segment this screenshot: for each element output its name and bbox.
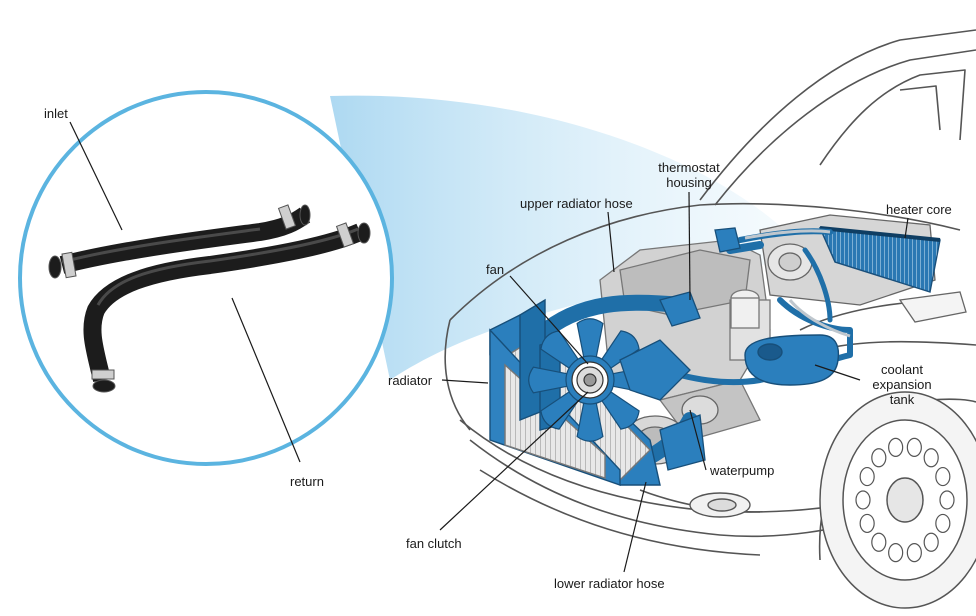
fan-blade — [598, 388, 640, 430]
label-lower-radiator-hose: lower radiator hose — [554, 576, 665, 591]
wheel-vent — [906, 437, 922, 457]
label-heater-core: heater core — [886, 202, 952, 217]
label-fan-clutch: fan clutch — [406, 536, 462, 551]
wheel-vent — [888, 437, 904, 457]
label-coolant-expansion-tank: coolant expansion tank — [862, 362, 942, 407]
wheel-vent — [859, 513, 875, 534]
label-waterpump: waterpump — [710, 463, 775, 478]
wheel-vent — [855, 490, 871, 510]
label-thermostat-housing: thermostat housing — [652, 160, 726, 190]
label-coolant-line1: coolant — [881, 362, 923, 377]
wheel-vent — [923, 448, 939, 468]
wheel-vent — [935, 513, 951, 534]
label-upper-radiator-hose: upper radiator hose — [520, 196, 633, 211]
fan-blade — [528, 366, 572, 394]
wheel-vent — [935, 466, 951, 487]
coolant-expansion-tank — [744, 334, 840, 386]
leader-lines — [69, 121, 909, 573]
fan-blade — [598, 330, 640, 372]
label-inlet: inlet — [44, 106, 68, 121]
wheel-vent — [906, 543, 922, 563]
wheel-vent — [859, 466, 875, 487]
label-fan: fan — [486, 262, 505, 277]
label-return: return — [290, 474, 324, 489]
wheel-vents — [855, 437, 955, 563]
label-coolant-line3: tank — [889, 392, 915, 407]
magnify-beam — [330, 95, 790, 380]
thermostat-housing — [659, 227, 741, 327]
inlet-hose — [48, 204, 311, 279]
heater-core — [818, 226, 941, 293]
label-radiator: radiator — [388, 373, 433, 388]
fog-light — [689, 492, 751, 518]
heater-hose-silver — [744, 229, 851, 338]
wheel-vent — [871, 532, 887, 552]
wheel-vent — [888, 543, 904, 563]
label-thermostat-line2: housing — [666, 175, 712, 190]
callout-circle — [18, 90, 394, 466]
return-hose — [83, 222, 371, 393]
fan-shroud — [619, 339, 706, 471]
wheel-vent — [923, 532, 939, 552]
label-coolant-line2: expansion — [872, 377, 932, 392]
wheel-vent — [871, 448, 887, 468]
fan-blade — [540, 388, 582, 430]
label-thermostat-line1: thermostat — [658, 160, 720, 175]
fan-blade — [576, 398, 604, 442]
fan-blade — [576, 318, 604, 362]
wheel-vent — [939, 490, 955, 510]
